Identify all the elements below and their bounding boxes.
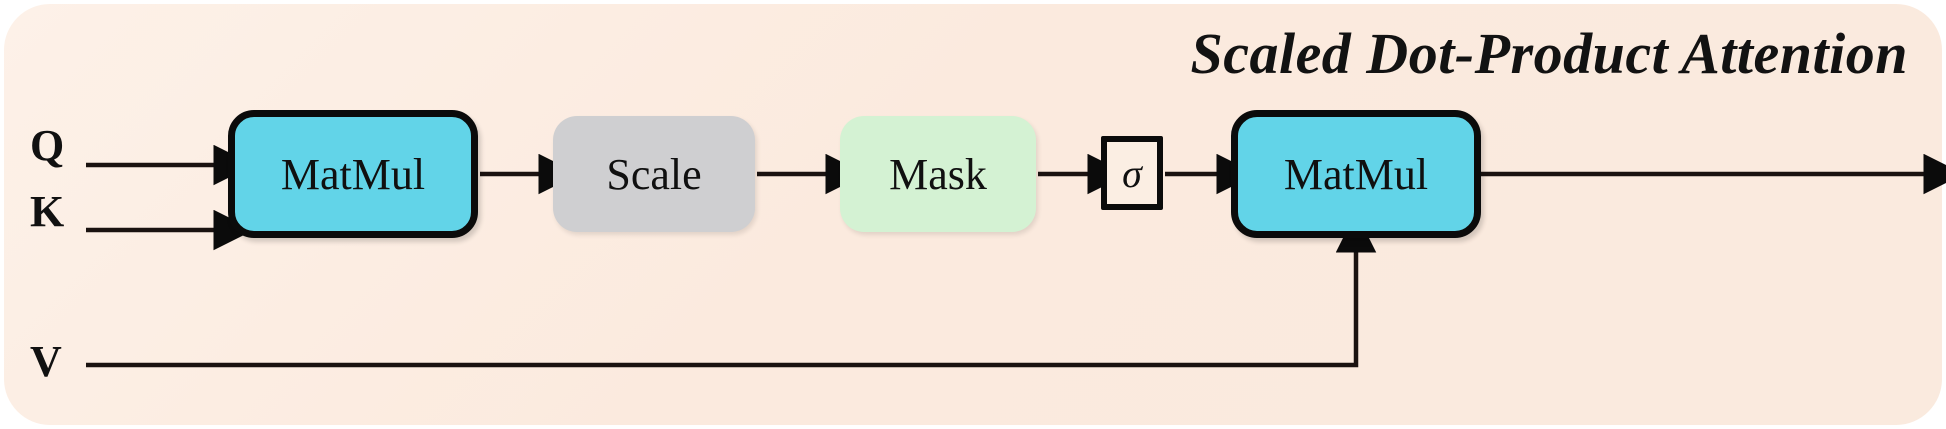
node-matmul-qk-label: MatMul (280, 149, 426, 199)
input-label-k: K (30, 187, 65, 236)
node-softmax-sigma[interactable]: σ (1101, 136, 1163, 210)
node-scale[interactable]: Scale (553, 116, 755, 232)
input-label-q: Q (30, 121, 65, 170)
node-matmul-qk[interactable]: MatMul (228, 110, 478, 238)
node-matmul-av-label: MatMul (1283, 149, 1429, 199)
node-mask[interactable]: Mask (840, 116, 1036, 232)
node-scale-label: Scale (606, 149, 702, 199)
node-matmul-av[interactable]: MatMul (1231, 110, 1481, 238)
node-softmax-sigma-label: σ (1122, 150, 1142, 196)
input-label-v: V (30, 337, 62, 386)
diagram-title: Scaled Dot-Product Attention (1190, 21, 1908, 86)
node-mask-label: Mask (889, 149, 987, 199)
